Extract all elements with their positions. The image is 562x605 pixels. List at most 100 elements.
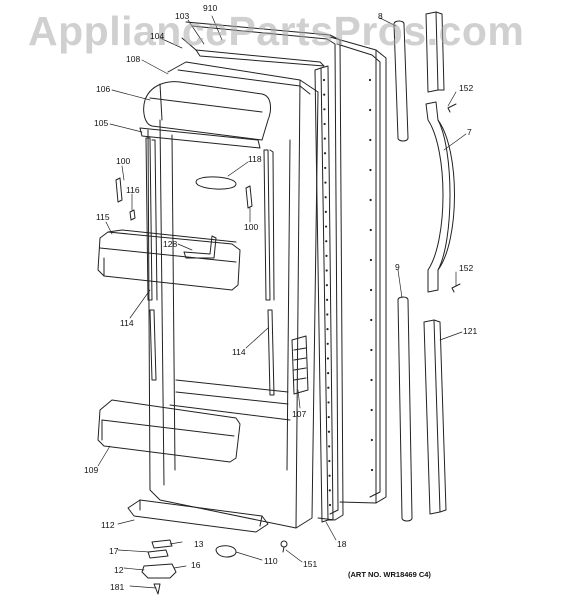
handle-7: [425, 101, 455, 293]
callout-100-right: 100: [244, 222, 259, 232]
gasket-dot: [370, 318, 373, 322]
gasket-dot: [370, 438, 373, 442]
gasket-dot: [324, 225, 328, 228]
clip-100: [115, 177, 253, 221]
gasket-dot: [370, 378, 373, 382]
pocket-118: [195, 176, 237, 190]
callout-116: 116: [126, 185, 140, 195]
gasket-dot: [326, 298, 329, 301]
gasket-dot: [327, 401, 330, 404]
gasket-dot: [322, 78, 326, 82]
callout-121: 121: [463, 326, 478, 336]
callout-151: 151: [303, 559, 318, 569]
gasket-dot: [328, 503, 332, 507]
callout-12: 12: [114, 565, 124, 575]
callout-110: 110: [264, 556, 278, 566]
callout-152-bottom: 152: [459, 263, 474, 273]
outer-door-panel: [329, 36, 387, 504]
callout-107: 107: [292, 409, 307, 419]
callout-114-right: 114: [232, 347, 246, 357]
gasket-dot: [327, 415, 330, 419]
gasket-dot: [324, 196, 327, 199]
gasket-dot: [327, 386, 330, 389]
callout-112: 112: [101, 520, 115, 530]
callout-910: 910: [203, 3, 218, 13]
gasket-dot: [323, 137, 326, 140]
gasket-dot: [325, 284, 328, 287]
callout-108: 108: [126, 54, 141, 64]
gasket-dot: [369, 258, 373, 262]
gasket-strip-18: [314, 65, 334, 523]
bottom-trim-112: [127, 499, 269, 533]
callout-152-top: 152: [459, 83, 474, 93]
handle-end-cap-top: [425, 11, 445, 93]
handle-end-cap-bottom-121: [423, 319, 447, 515]
gasket-dot: [327, 372, 330, 375]
gasket-dot: [369, 108, 372, 112]
gasket-dot: [326, 328, 329, 331]
gasket-dot: [324, 210, 327, 213]
gasket-dot: [369, 228, 372, 232]
bin-divider-128: [183, 235, 217, 259]
callout-118: 118: [248, 154, 262, 164]
callout-16: 16: [191, 560, 201, 570]
gasket-dot: [368, 78, 372, 82]
cam-110: [215, 545, 237, 558]
gasket-dot: [323, 122, 326, 126]
shelf-rails: [145, 137, 275, 396]
callout-128: 128: [163, 239, 178, 249]
door-bin-115: [97, 229, 241, 291]
inner-door-liner: [147, 61, 319, 529]
gasket-dots: [322, 78, 374, 507]
gasket-dot: [370, 348, 373, 352]
gasket-dot: [325, 240, 328, 243]
callout-114-left: 114: [120, 318, 134, 328]
callout-115: 115: [96, 212, 110, 222]
gasket-dot: [328, 489, 331, 492]
callout-13: 13: [194, 539, 204, 549]
callout-17: 17: [109, 546, 119, 556]
gasket-dot: [324, 166, 327, 170]
dairy-trim-105: [139, 127, 261, 149]
hinge-small-parts: [141, 539, 177, 595]
gasket-dot: [328, 474, 331, 477]
callout-105: 105: [94, 118, 109, 128]
callout-100-left: 100: [116, 156, 131, 166]
door-gasket-910: [185, 21, 344, 521]
callout-106: 106: [96, 84, 111, 94]
callout-103: 103: [175, 11, 190, 21]
gasket-dot: [369, 138, 372, 142]
gasket-dot: [327, 430, 331, 433]
callout-109: 109: [84, 465, 99, 475]
gasket-dot: [369, 198, 372, 202]
part-107: [291, 335, 309, 395]
callout-18: 18: [337, 539, 347, 549]
gasket-dot: [328, 459, 331, 463]
gasket-dot: [326, 357, 330, 360]
gasket-dot: [323, 93, 326, 96]
screw-151: [280, 540, 288, 553]
screw-152-top: [447, 103, 457, 113]
callout-7: 7: [467, 127, 472, 137]
gasket-dot: [370, 408, 373, 412]
strip-8: [393, 20, 409, 142]
top-trim-103: [177, 37, 325, 95]
gasket-dot: [323, 152, 327, 155]
callout-104: 104: [150, 31, 165, 41]
gasket-dot: [326, 342, 329, 345]
art-number: (ART NO. WR18469 C4): [348, 570, 431, 579]
gasket-dot: [323, 108, 326, 111]
callout-181: 181: [110, 582, 125, 592]
gasket-dot: [370, 468, 374, 472]
gasket-dot: [369, 288, 373, 292]
gasket-dot: [325, 254, 328, 257]
dairy-compartment-106: [143, 81, 271, 141]
callout-9: 9: [395, 262, 400, 272]
door-bin-109: [97, 399, 241, 463]
gasket-dot: [326, 313, 329, 316]
leader-lines: [97, 15, 467, 589]
gasket-dot: [369, 168, 372, 172]
callout-8: 8: [378, 11, 383, 21]
